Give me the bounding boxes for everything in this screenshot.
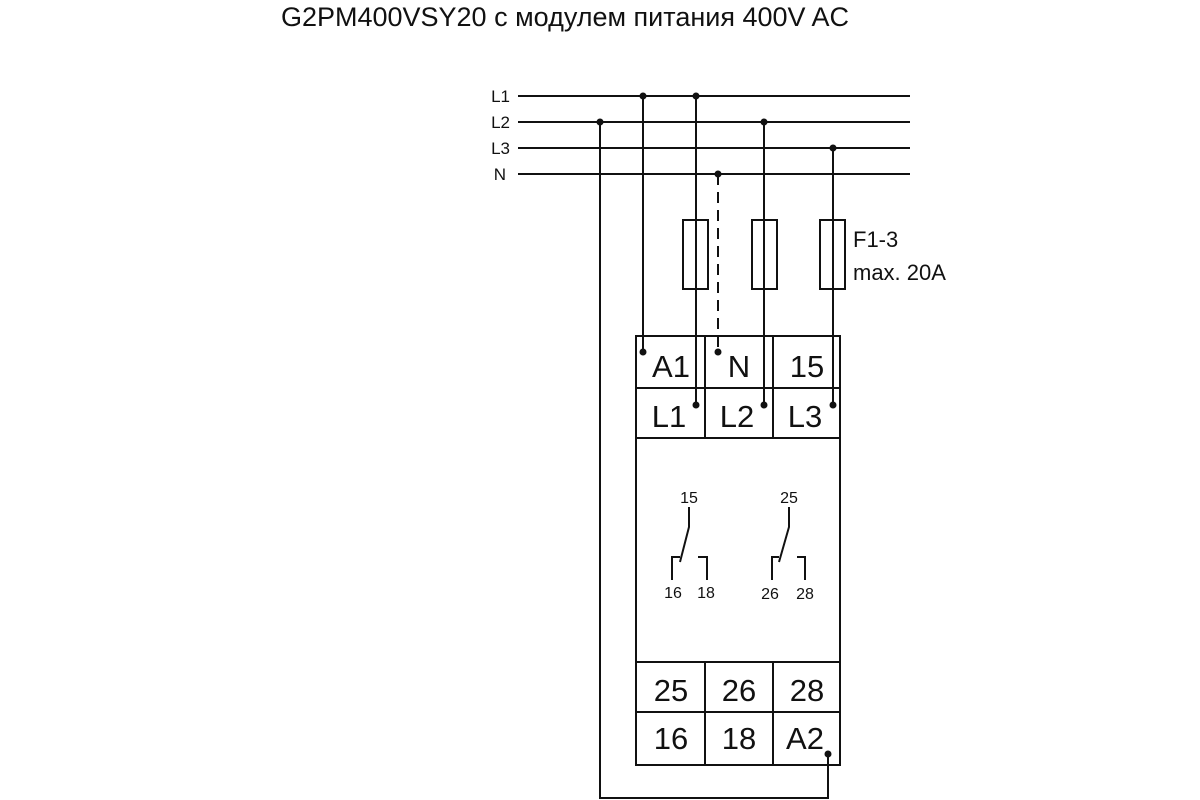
contact-1-common: 15 — [680, 490, 698, 507]
fuse-label: F1-3 — [853, 227, 898, 252]
wire-a2 — [599, 122, 829, 799]
contact-2-common: 25 — [780, 490, 798, 507]
contact-1 — [671, 507, 708, 580]
terminal-a1: A1 — [652, 349, 690, 384]
contact-1-no: 18 — [697, 585, 715, 602]
device-outline — [635, 335, 841, 766]
relay-device — [635, 335, 841, 766]
terminal-26: 26 — [722, 673, 756, 708]
diagram-title: G2PM400VSY20 с модулем питания 400V AC — [280, 2, 850, 32]
terminal-18: 18 — [722, 721, 756, 756]
terminal-l1: L1 — [652, 399, 686, 434]
contact-1-nc: 16 — [664, 585, 682, 602]
terminal-16: 16 — [654, 721, 688, 756]
terminal-l3: L3 — [788, 399, 822, 434]
bus-label-n: N — [494, 165, 506, 184]
terminal-25: 25 — [654, 673, 688, 708]
terminal-a2: A2 — [786, 721, 824, 756]
terminal-28: 28 — [790, 673, 824, 708]
bus-label-l3: L3 — [491, 139, 510, 158]
fuses — [682, 219, 846, 290]
terminal-l2: L2 — [720, 399, 754, 434]
contact-2-nc: 26 — [761, 586, 779, 603]
fuse-rating: max. 20A — [853, 260, 946, 285]
contact-2-no: 28 — [796, 586, 814, 603]
bus-label-l1: L1 — [491, 87, 510, 106]
bus-lines — [518, 95, 910, 175]
bus-label-l2: L2 — [491, 113, 510, 132]
contact-2 — [771, 507, 806, 580]
terminal-15: 15 — [790, 349, 824, 384]
terminal-n: N — [728, 349, 750, 384]
